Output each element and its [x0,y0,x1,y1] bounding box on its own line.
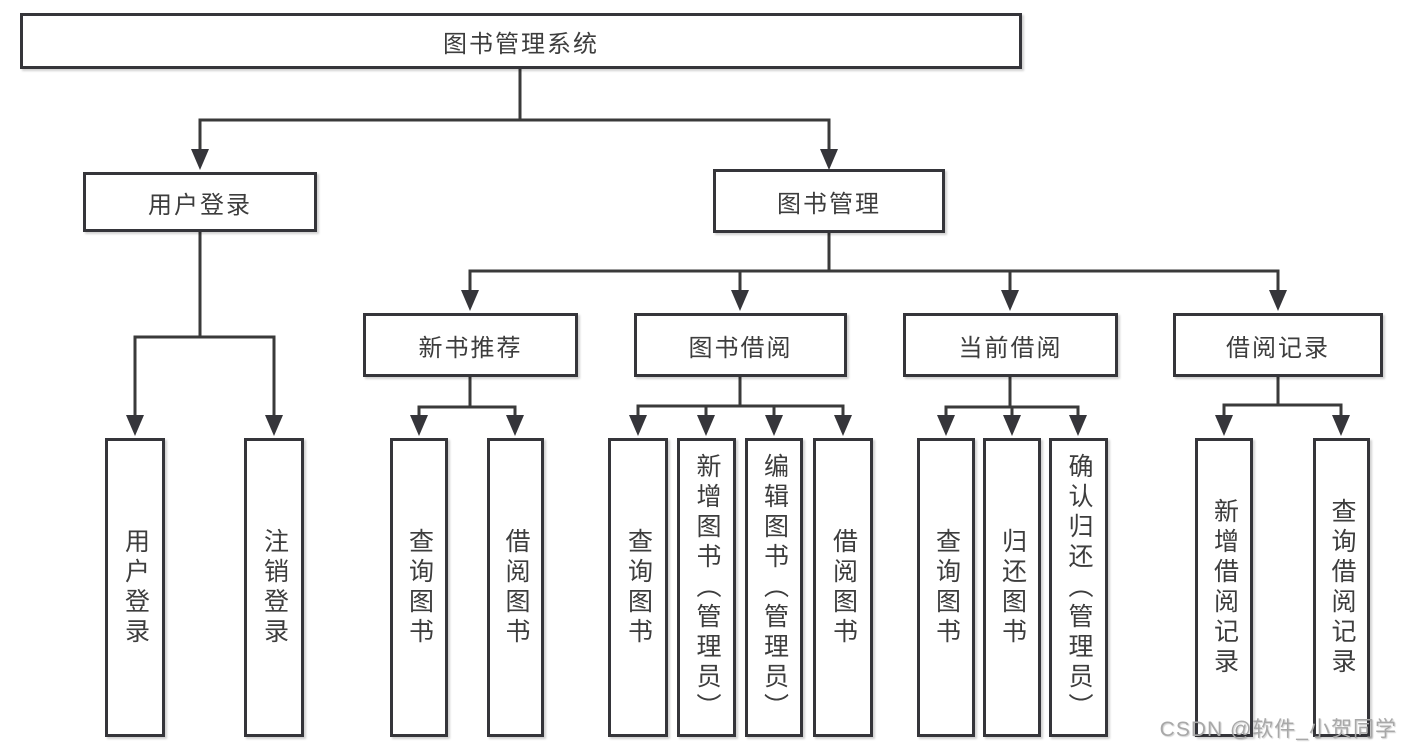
arrow-icon [191,149,209,170]
node-borrow-books-recommend: 借阅图书 [487,438,544,737]
connector-records-to-leaves [1222,375,1343,418]
connector-user-login-to-leaves [133,230,276,418]
arrow-icon [834,415,852,436]
node-query-books-borrow: 查询图书 [608,438,668,737]
node-user-login-group: 用户登录 [83,172,317,232]
node-query-borrow-record: 查询借阅记录 [1313,438,1370,737]
node-user-login: 用户登录 [105,438,165,737]
arrow-icon [506,415,524,436]
node-library-management-system: 图书管理系统 [20,13,1022,69]
arrow-icon [820,149,838,170]
connector-book-mgmt-to-level3 [468,230,1280,293]
arrow-icon [126,415,144,436]
node-logout: 注销登录 [244,438,304,737]
arrow-icon [1069,415,1087,436]
connector-new-book-to-leaves [417,375,517,418]
node-edit-book-admin: 编辑图书（管理员） [745,438,803,737]
arrow-icon [410,415,428,436]
arrow-icon [1001,290,1019,311]
node-book-management: 图书管理 [713,169,945,233]
node-return-books: 归还图书 [983,438,1041,737]
arrow-icon [937,415,955,436]
watermark: CSDN @软件_小贺同学 [1159,718,1397,741]
node-current-borrow: 当前借阅 [903,313,1118,377]
node-book-borrow: 图书借阅 [634,313,847,377]
arrow-icon [765,415,783,436]
arrow-icon [265,415,283,436]
node-add-book-admin: 新增图书（管理员） [677,438,736,737]
connector-book-borrow-to-leaves [636,375,845,418]
connector-root-to-level2 [198,66,831,152]
node-query-books-current: 查询图书 [917,438,975,737]
node-borrow-books: 借阅图书 [813,438,873,737]
connector-current-borrow-to-leaves [944,375,1080,418]
arrow-icon [1215,415,1233,436]
arrow-icon [1003,415,1021,436]
arrow-icon [697,415,715,436]
arrow-icon [461,290,479,311]
node-confirm-return-admin: 确认归还（管理员） [1049,438,1108,737]
node-borrow-records: 借阅记录 [1173,313,1383,377]
arrow-icon [1332,415,1350,436]
arrow-icon [731,290,749,311]
arrow-icon [629,415,647,436]
node-add-borrow-record: 新增借阅记录 [1195,438,1253,737]
node-query-books-recommend: 查询图书 [390,438,448,737]
node-new-book-recommend: 新书推荐 [363,313,578,377]
arrow-icon [1269,290,1287,311]
